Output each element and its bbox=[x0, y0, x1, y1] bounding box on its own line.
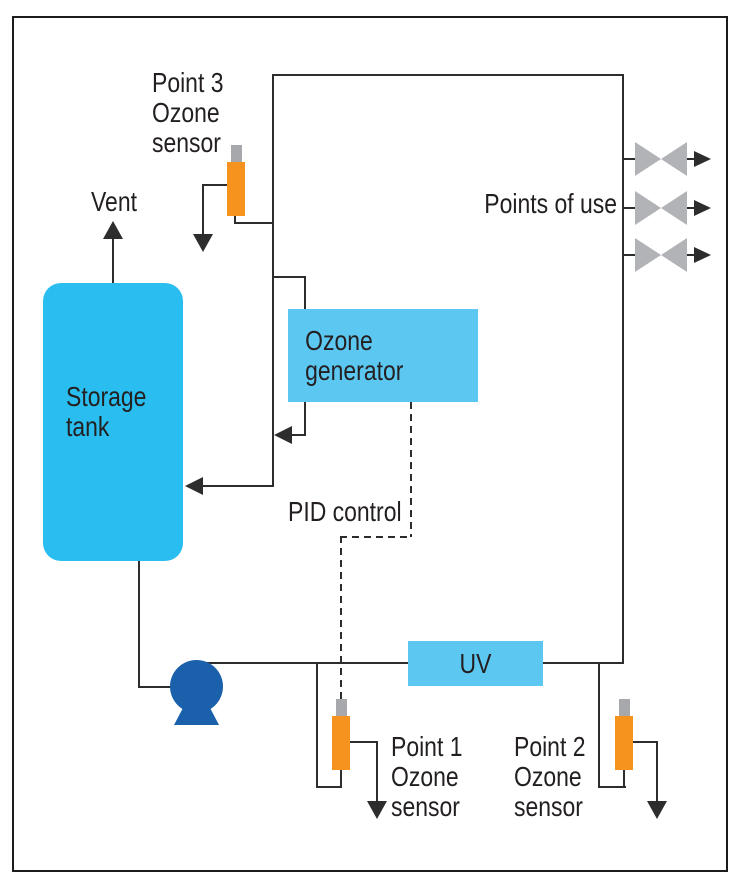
tank-return-arrow-icon bbox=[185, 477, 203, 495]
pipe-sensor3-tap bbox=[235, 222, 274, 224]
vent-label: Vent bbox=[91, 186, 137, 217]
diagram-border bbox=[12, 16, 728, 872]
vent-arrow-icon bbox=[103, 221, 123, 239]
uv-label: UV bbox=[459, 647, 492, 679]
uv-box: UV bbox=[408, 641, 543, 686]
pipe-valve2-in bbox=[622, 207, 636, 209]
valve2-icon bbox=[635, 191, 661, 225]
pipe-main-bottom bbox=[196, 662, 408, 664]
pipe-tank-return bbox=[201, 485, 274, 487]
pipe-sensor3-drain bbox=[202, 184, 204, 236]
pipe-ozone-injection bbox=[290, 434, 306, 436]
pipe-sensor2-drain-v bbox=[656, 741, 658, 803]
pid-dashed-line-h bbox=[340, 536, 412, 538]
pipe-sensor1-branch-v bbox=[316, 662, 318, 788]
pipe-sensor3-out bbox=[203, 184, 229, 186]
pipe-sensor1-drain-v bbox=[376, 741, 378, 803]
ozone-generator-label: Ozone generator bbox=[305, 324, 404, 386]
valve3-icon bbox=[661, 238, 687, 272]
pipe-valve1-in bbox=[622, 158, 636, 160]
pid-dashed-line-v1 bbox=[410, 402, 412, 537]
ozone-generator-box: Ozone generator bbox=[288, 309, 478, 402]
pipe-vent bbox=[112, 238, 114, 284]
valve1-flow-arrow-icon bbox=[694, 151, 711, 167]
pipe-sensor1-drain-h bbox=[349, 741, 378, 743]
pipe-sensor3-stub bbox=[234, 214, 236, 224]
valve1-icon bbox=[635, 142, 661, 176]
valve2-flow-arrow-icon bbox=[694, 200, 711, 216]
storage-tank bbox=[43, 283, 183, 561]
sensor3-drain-arrow-icon bbox=[193, 234, 213, 252]
pipe-valve1-out bbox=[687, 158, 696, 160]
valve1-icon bbox=[661, 142, 687, 176]
point1-ozone-sensor bbox=[332, 716, 350, 770]
valve3-flow-arrow-icon bbox=[694, 247, 711, 263]
pid-control-label: PID control bbox=[288, 496, 402, 527]
pipe-generator-outlet bbox=[304, 401, 306, 435]
ozone-injection-arrow-icon bbox=[274, 426, 292, 444]
pipe-sensor1-up bbox=[340, 770, 342, 788]
pipe-sensor2-branch-h bbox=[598, 786, 626, 788]
sensor3-cap bbox=[231, 145, 242, 162]
points-of-use-label: Points of use bbox=[484, 188, 617, 219]
sensor2-drain-arrow-icon bbox=[647, 801, 667, 819]
valve2-icon bbox=[661, 191, 687, 225]
pump-icon bbox=[170, 660, 223, 713]
point1-sensor-label: Point 1 Ozone sensor bbox=[391, 731, 463, 822]
pipe-loop-left bbox=[272, 74, 274, 487]
pipe-valve2-out bbox=[687, 207, 696, 209]
sensor1-cap bbox=[336, 699, 347, 716]
pipe-tank-outlet-v bbox=[138, 560, 140, 688]
pipe-valve3-in bbox=[622, 254, 636, 256]
point2-ozone-sensor bbox=[615, 716, 633, 770]
sensor1-drain-arrow-icon bbox=[367, 801, 387, 819]
pipe-loop-top bbox=[272, 74, 624, 76]
pipe-sensor2-drain-h bbox=[633, 741, 658, 743]
pid-dashed-line-v2 bbox=[340, 536, 342, 700]
point3-sensor-label: Point 3 Ozone sensor bbox=[152, 67, 224, 158]
point2-sensor-label: Point 2 Ozone sensor bbox=[514, 731, 586, 822]
pipe-sensor2-branch-v bbox=[598, 662, 600, 788]
valve3-icon bbox=[635, 238, 661, 272]
pipe-generator-feed bbox=[304, 276, 306, 310]
sensor2-cap bbox=[619, 699, 630, 716]
pipe-sensor2-up bbox=[623, 770, 625, 788]
pipe-sensor1-branch-h bbox=[316, 786, 342, 788]
pipe-valve3-out bbox=[687, 254, 696, 256]
pipe-tank-outlet-h bbox=[138, 686, 178, 688]
point3-ozone-sensor bbox=[227, 162, 245, 216]
pipe-uv-outlet bbox=[543, 662, 624, 664]
storage-tank-label: Storage tank bbox=[66, 381, 147, 442]
pipe-generator-branch bbox=[272, 276, 306, 278]
pipe-loop-right bbox=[622, 74, 624, 664]
